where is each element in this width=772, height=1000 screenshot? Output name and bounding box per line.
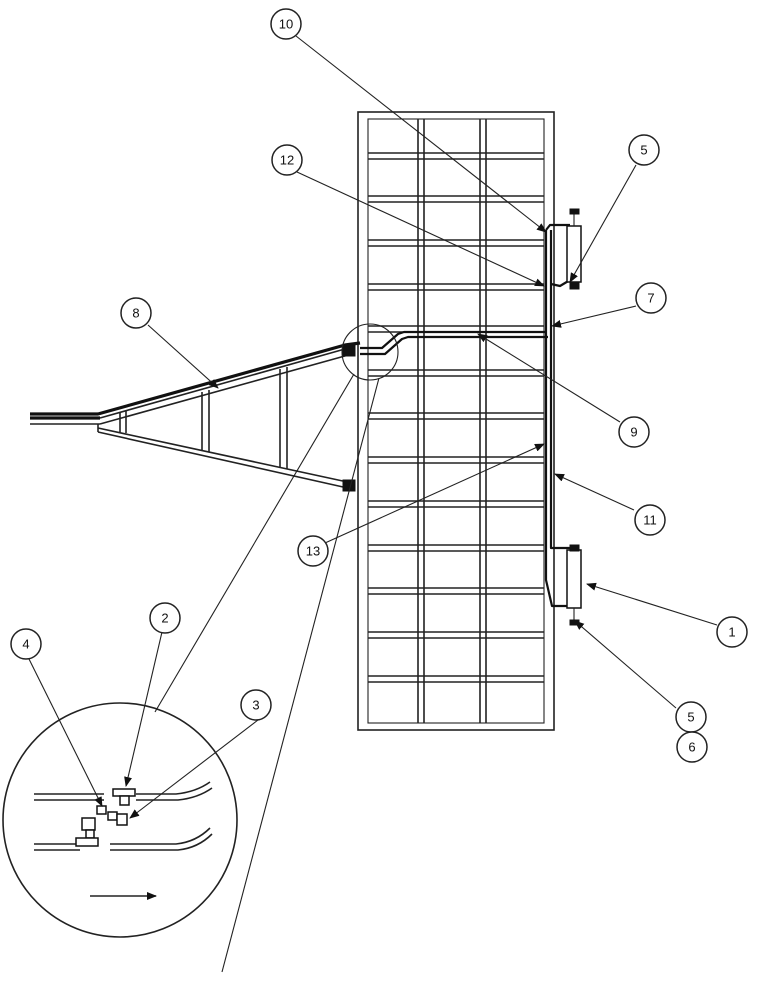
callout-3: 3: [240, 689, 272, 721]
implement-frame: [357, 111, 555, 731]
callout-10-label: 10: [279, 17, 293, 32]
callout-4: 4: [10, 628, 42, 660]
detail-focus-circle: [154, 323, 399, 973]
callout-11: 11: [634, 504, 666, 536]
callout-11-label: 11: [643, 513, 657, 528]
callout-10: 10: [270, 8, 302, 40]
callout-1-label: 1: [728, 625, 735, 640]
hose-tongue-supply: [30, 341, 361, 416]
callout-3-label: 3: [252, 698, 259, 713]
callout-2-label: 2: [161, 611, 168, 626]
frame-rails: [368, 152, 544, 683]
callout-5-top: 5: [628, 134, 660, 166]
callout-7: 7: [635, 282, 667, 314]
hose-upper-route: [360, 330, 548, 356]
callout-5-bottom: 5: [675, 701, 707, 733]
hydraulic-cylinder-bottom: [566, 544, 582, 626]
callout-12-label: 12: [280, 153, 294, 168]
callout-2: 2: [149, 602, 181, 634]
callout-8: 8: [120, 297, 152, 329]
hydraulic-cylinder-top: [566, 208, 582, 290]
callout-9-label: 9: [630, 425, 637, 440]
hitch-tongue: [30, 343, 356, 492]
callout-13-label: 13: [306, 544, 320, 559]
callout-5-top-label: 5: [640, 143, 647, 158]
callout-9: 9: [618, 416, 650, 448]
callout-7-label: 7: [647, 291, 654, 306]
callout-leaders: [27, 35, 718, 819]
callout-6: 6: [676, 731, 708, 763]
callout-6-label: 6: [688, 740, 695, 755]
callout-13: 13: [297, 535, 329, 567]
callout-8-label: 8: [132, 306, 139, 321]
hose-vertical-manifold: [544, 223, 571, 608]
callout-1: 1: [716, 616, 748, 648]
callout-5-bottom-label: 5: [687, 710, 694, 725]
callout-12: 12: [271, 144, 303, 176]
callout-4-label: 4: [22, 637, 29, 652]
detail-enlargement: [2, 702, 238, 938]
